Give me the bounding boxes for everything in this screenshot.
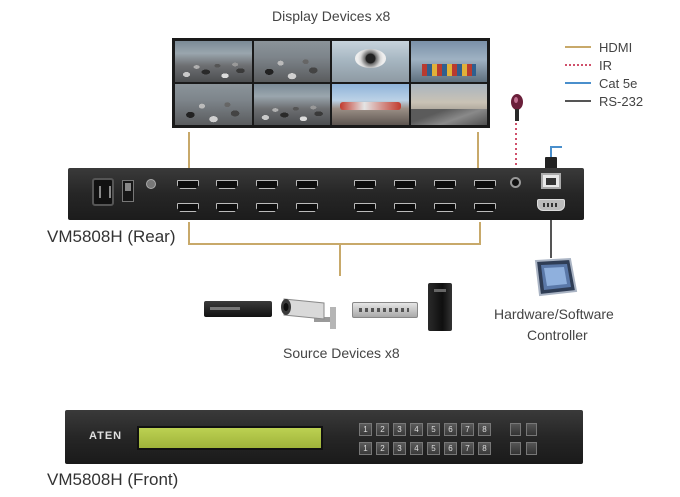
rear-panel: [68, 168, 584, 220]
input-key[interactable]: 8: [478, 423, 491, 436]
hdmi-cable-input-bracket: [188, 222, 481, 245]
output-key[interactable]: 4: [410, 442, 423, 455]
front-model-label: VM5808H (Front): [47, 470, 179, 489]
input-key[interactable]: 7: [461, 423, 474, 436]
output-key[interactable]: 6: [444, 442, 457, 455]
ground-terminal-icon: [146, 179, 156, 189]
power-inlet-icon: [92, 178, 114, 206]
display-screen: [175, 41, 252, 82]
input-key[interactable]: 2: [376, 423, 389, 436]
source-devices-label: Source Devices x8: [283, 345, 400, 361]
security-camera-icon: [281, 298, 336, 329]
output-key[interactable]: 8: [478, 442, 491, 455]
display-wall: [172, 38, 490, 128]
legend-line-icon: [565, 64, 591, 66]
hdmi-output-port: [296, 180, 318, 189]
legend-item-ir: IR: [565, 56, 643, 74]
hdmi-output-port: [474, 180, 496, 189]
input-key[interactable]: 1: [359, 423, 372, 436]
rear-model-label: VM5808H (Rear): [47, 227, 176, 246]
hdmi-output-port: [434, 180, 456, 189]
ir-port-icon: [510, 177, 521, 188]
hdmi-input-port: [394, 203, 416, 212]
legend-line-icon: [565, 100, 591, 102]
legend-label: IR: [599, 57, 612, 73]
legend-label: Cat 5e: [599, 75, 638, 91]
ir-receiver-icon: [511, 94, 523, 121]
output-key[interactable]: 5: [427, 442, 440, 455]
display-screen: [175, 84, 252, 125]
hdmi-output-port: [394, 180, 416, 189]
display-devices-label: Display Devices x8: [272, 8, 391, 24]
legend-item-cat5e: Cat 5e: [565, 74, 643, 92]
lcd-display: [137, 426, 323, 450]
legend-item-rs232: RS-232: [565, 92, 643, 110]
function-key[interactable]: [510, 442, 521, 455]
legend-label: HDMI: [599, 39, 633, 55]
legend-line-icon: [565, 46, 591, 48]
pc-tower-icon: [428, 283, 452, 331]
media-box-icon: [352, 302, 418, 318]
hdmi-input-port: [177, 203, 199, 212]
controller-label-line1: Hardware/Software: [494, 306, 614, 322]
input-key[interactable]: 4: [410, 423, 423, 436]
hdmi-output-port: [216, 180, 238, 189]
dvd-player-icon: [204, 301, 272, 317]
rj45-plug-icon: [545, 157, 557, 169]
touch-panel-icon: [534, 257, 578, 297]
hdmi-input-port: [354, 203, 376, 212]
display-screen: [410, 84, 487, 125]
output-key[interactable]: 2: [376, 442, 389, 455]
rs232-port-icon: [537, 199, 565, 211]
hdmi-input-port: [434, 203, 456, 212]
function-key[interactable]: [526, 423, 537, 436]
legend-label: RS-232: [599, 93, 644, 109]
output-key[interactable]: 3: [393, 442, 406, 455]
display-screen: [253, 84, 330, 125]
hdmi-input-port: [296, 203, 318, 212]
controller-label-line2: Controller: [527, 327, 588, 343]
hdmi-input-port: [256, 203, 278, 212]
hdmi-input-port: [474, 203, 496, 212]
aten-logo: ATEN: [89, 430, 123, 442]
hdmi-output-port: [256, 180, 278, 189]
output-key[interactable]: 7: [461, 442, 474, 455]
display-screen: [332, 41, 409, 82]
legend-line-icon: [565, 82, 591, 84]
legend: HDMI IR Cat 5e RS-232: [565, 38, 643, 110]
power-switch[interactable]: [122, 180, 134, 202]
hdmi-input-port: [216, 203, 238, 212]
function-key[interactable]: [526, 442, 537, 455]
display-screen: [253, 41, 330, 82]
legend-item-hdmi: HDMI: [565, 38, 643, 56]
display-screen: [410, 41, 487, 82]
display-screen: [332, 84, 409, 125]
ethernet-port-icon: [541, 173, 561, 189]
input-key[interactable]: 6: [444, 423, 457, 436]
output-key[interactable]: 1: [359, 442, 372, 455]
function-key[interactable]: [510, 423, 521, 436]
hdmi-output-port: [354, 180, 376, 189]
input-key[interactable]: 5: [427, 423, 440, 436]
hdmi-output-port: [177, 180, 199, 189]
input-key[interactable]: 3: [393, 423, 406, 436]
